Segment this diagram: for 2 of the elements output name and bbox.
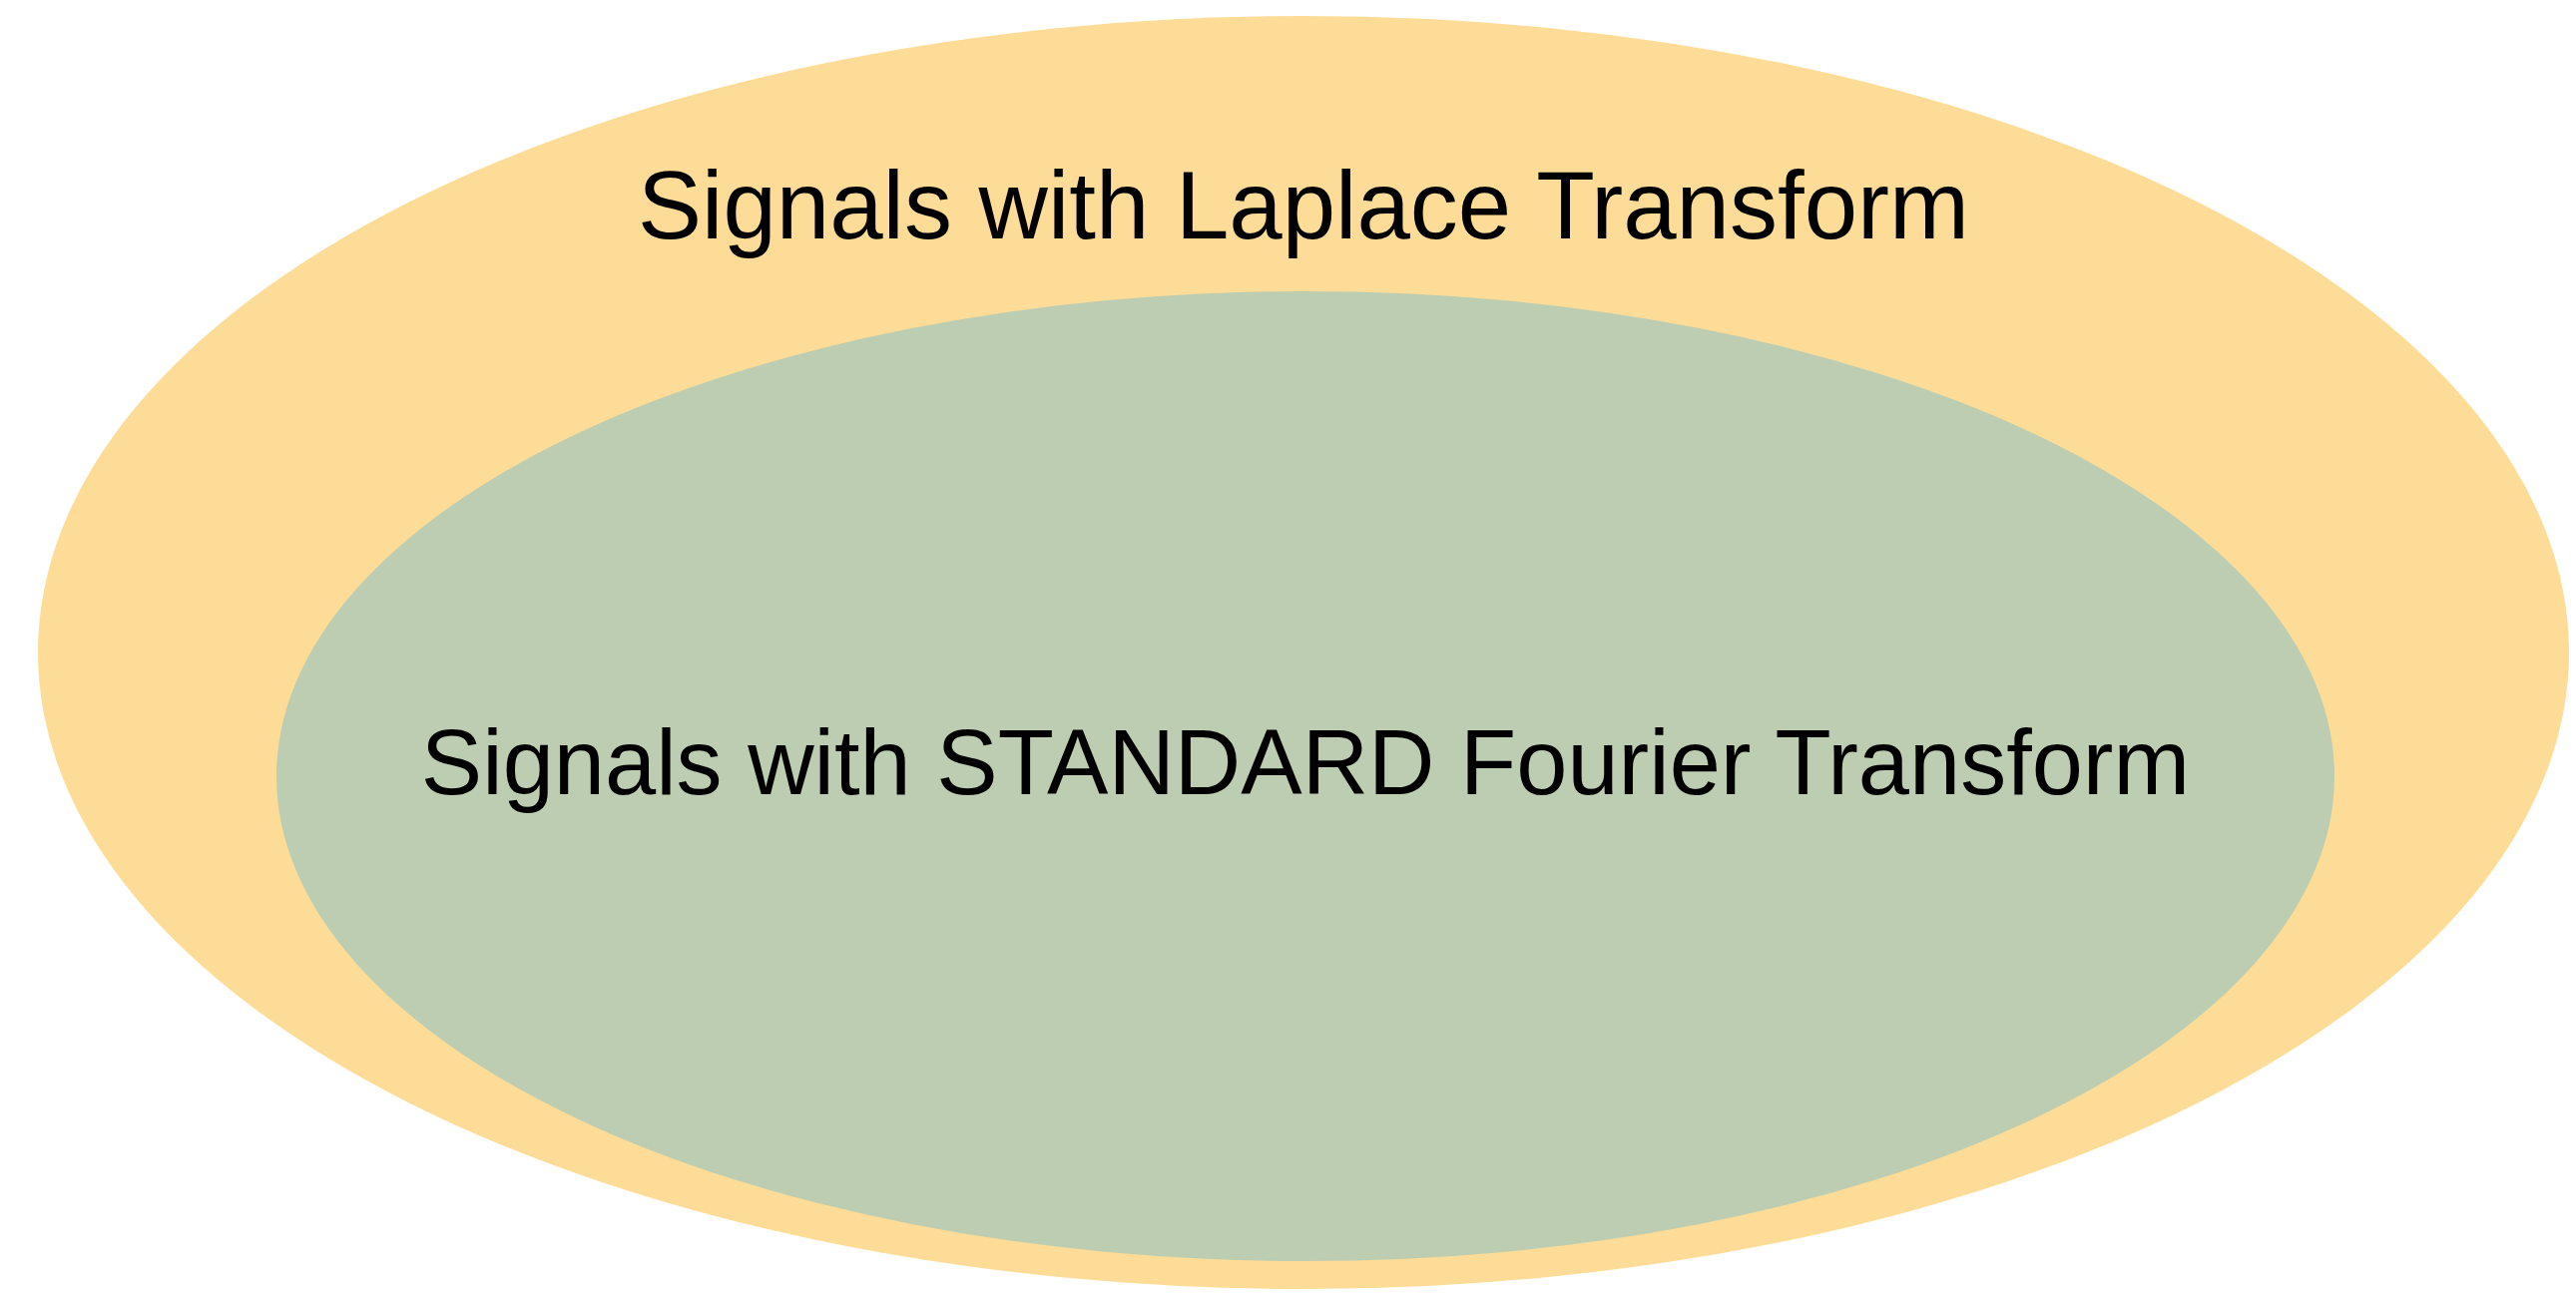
set-label: Signals with Laplace Transform xyxy=(638,151,1969,260)
set-label: Signals with STANDARD Fourier Transform xyxy=(420,710,2191,815)
